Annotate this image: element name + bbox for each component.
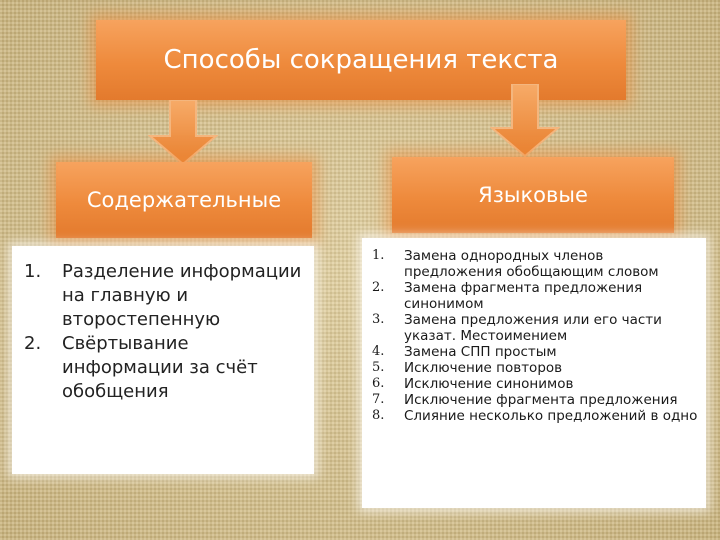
list-item-number: 6. bbox=[372, 376, 385, 391]
list-item-number: 8. bbox=[372, 408, 385, 423]
list-item-text: Замена предложения или его части указат.… bbox=[404, 312, 662, 344]
list-item-text: Замена однородных членов предложения обо… bbox=[404, 248, 659, 280]
list-item: 6. Исключение синонимов bbox=[362, 376, 706, 392]
list-item-text: Свёртывание информации за счёт обобщения bbox=[62, 333, 258, 402]
title-box: Способы сокращения текста bbox=[96, 20, 626, 100]
list-item-text: Разделение информации на главную и второ… bbox=[62, 261, 302, 330]
list-item: 2. Замена фрагмента предложения синонимо… bbox=[362, 280, 706, 312]
diagram-title: Способы сокращения текста bbox=[163, 45, 559, 75]
list-item-number: 2. bbox=[372, 280, 385, 295]
right-category-heading: Языковые bbox=[478, 183, 588, 207]
left-method-list: 1. Разделение информации на главную и вт… bbox=[24, 260, 309, 404]
list-item-number: 4. bbox=[372, 344, 385, 359]
list-item-text: Слияние несколько предложений в одно bbox=[404, 408, 698, 424]
list-item-number: 1. bbox=[372, 248, 385, 263]
list-item: 5. Исключение повторов bbox=[362, 360, 706, 376]
left-category-box: Содержательные bbox=[56, 162, 312, 238]
arrow-down-right-icon bbox=[490, 84, 560, 158]
list-item: 8. Слияние несколько предложений в одно bbox=[362, 408, 706, 424]
list-item: 1. Разделение информации на главную и вт… bbox=[24, 260, 309, 332]
arrow-down-left-icon bbox=[148, 100, 218, 166]
list-item-text: Замена фрагмента предложения синонимом bbox=[404, 280, 643, 312]
list-item-text: Исключение повторов bbox=[404, 360, 563, 376]
right-category-box: Языковые bbox=[392, 157, 674, 233]
left-list-panel: 1. Разделение информации на главную и вт… bbox=[12, 246, 314, 474]
list-item-text: Замена СПП простым bbox=[404, 344, 557, 360]
list-item: 1. Замена однородных членов предложения … bbox=[362, 248, 706, 280]
list-item-number: 5. bbox=[372, 360, 385, 375]
list-item-text: Исключение фрагмента предложения bbox=[404, 392, 678, 408]
list-item-number: 3. bbox=[372, 312, 385, 327]
list-item: 7. Исключение фрагмента предложения bbox=[362, 392, 706, 408]
left-category-heading: Содержательные bbox=[86, 188, 282, 212]
right-list-panel: 1. Замена однородных членов предложения … bbox=[362, 238, 706, 508]
list-item: 3. Замена предложения или его части указ… bbox=[362, 312, 706, 344]
right-method-list: 1. Замена однородных членов предложения … bbox=[362, 248, 706, 424]
list-item: 2. Свёртывание информации за счёт обобще… bbox=[24, 332, 309, 404]
list-item-number: 2. bbox=[24, 333, 42, 354]
list-item-number: 7. bbox=[372, 392, 385, 407]
list-item-number: 1. bbox=[24, 261, 42, 282]
list-item: 4. Замена СПП простым bbox=[362, 344, 706, 360]
list-item-text: Исключение синонимов bbox=[404, 376, 574, 392]
